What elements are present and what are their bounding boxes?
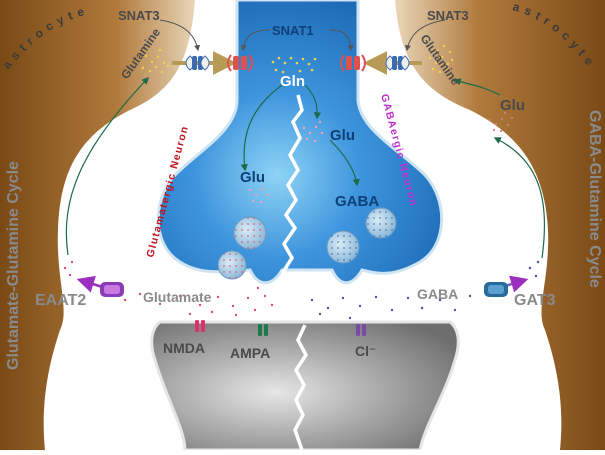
glu-center-label: Glu (330, 127, 355, 144)
arrow-gat3-to-glu (493, 137, 546, 259)
gat3-label: GAT3 (514, 292, 556, 309)
transporter-snat3-right (385, 55, 410, 71)
crack-upper (280, 94, 304, 287)
arrow-snat1-left (240, 29, 271, 52)
left-cycle-title: Glutamate-Glutamine Cycle (5, 161, 22, 370)
glu-left-label: Glu (240, 169, 265, 186)
right-cycle-title: GABA-Glutamine Cycle (586, 110, 603, 288)
transporter-snat1-right (340, 54, 366, 72)
transporter-gat3 (484, 282, 508, 297)
crack-lower (293, 324, 309, 451)
arrow-glu-to-gaba (329, 139, 360, 187)
glutamate-dots-cleft (63, 260, 274, 317)
arrow-snat1-right (329, 29, 354, 52)
gaba-cleft-label: GABA (417, 286, 458, 302)
receptor-cl (356, 324, 366, 336)
snat1-label: SNAT1 (272, 23, 314, 38)
nmda-label: NMDA (163, 340, 205, 356)
astrocyte-right (395, 0, 605, 450)
glu-dots-neuron-center (302, 120, 324, 143)
receptor-ampa (258, 324, 268, 336)
transporter-snat1-left (227, 54, 253, 72)
arrow-eaat2-to-glutamine (65, 76, 149, 256)
snat3-right-label: SNAT3 (427, 8, 469, 23)
arrow-snat3-left (159, 19, 200, 52)
gln-label: Gln (280, 73, 305, 90)
transporter-snat3-left (185, 55, 210, 71)
glutamine-dots-right-astrocyte (428, 44, 454, 74)
arrow-snat3-right (405, 19, 446, 52)
glutamine-dots-left-astrocyte (138, 48, 170, 74)
arrow-gln-to-glu-left (240, 84, 283, 172)
glutamate-cleft-label: Glutamate (143, 289, 212, 305)
snat3-left-label: SNAT3 (118, 8, 160, 23)
gaba-neuron-label: GABA (335, 193, 379, 210)
gaba-dots-cleft (310, 260, 540, 320)
arrow-glu-to-glutamine-right (453, 78, 501, 96)
arrow-gln-to-glu-center (304, 84, 322, 120)
astrocyte-left (0, 0, 195, 450)
transporter-eaat2 (100, 282, 124, 297)
receptor-nmda (195, 320, 205, 332)
glu-dots-right-astrocyte (488, 111, 514, 133)
gln-dots-neuron (271, 56, 317, 74)
glu-dots-neuron-left (248, 187, 270, 204)
vesicles (217, 207, 397, 280)
cl-label: Cl⁻ (355, 343, 376, 359)
glu-right-astrocyte-label: Glu (500, 97, 525, 114)
eaat2-label: EAAT2 (35, 292, 86, 309)
ampa-label: AMPA (230, 345, 270, 361)
